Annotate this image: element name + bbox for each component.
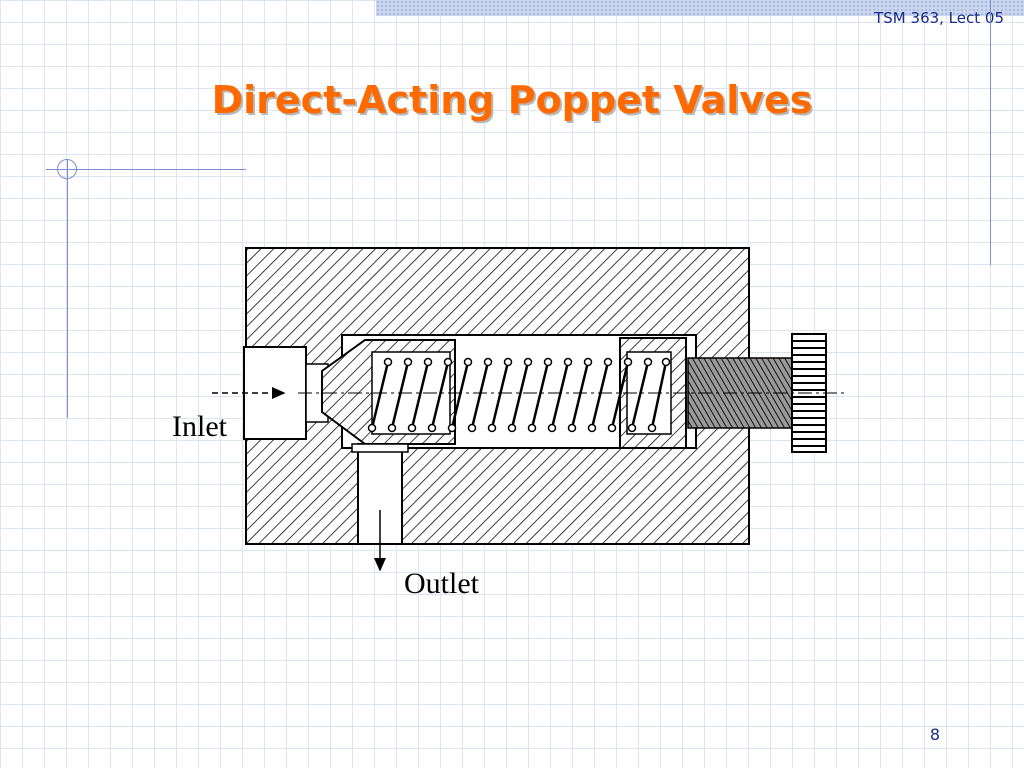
adjusting-knob [791,333,827,453]
decorative-vertical-line [67,160,68,418]
decorative-right-line [990,0,991,265]
decorative-ring [57,159,77,179]
spring [370,361,668,429]
inlet-label: Inlet [172,410,228,443]
slide-title: Direct-Acting Poppet Valves [211,78,813,122]
lecture-header: TSM 363, Lect 05 [874,9,1004,27]
spring-coil-ends [367,357,671,433]
decorative-horizontal-line [46,169,246,170]
outlet-port-seat [351,443,409,453]
outlet-label: Outlet [404,567,480,600]
top-decorative-band [376,0,1024,16]
page-number: 8 [929,725,940,744]
